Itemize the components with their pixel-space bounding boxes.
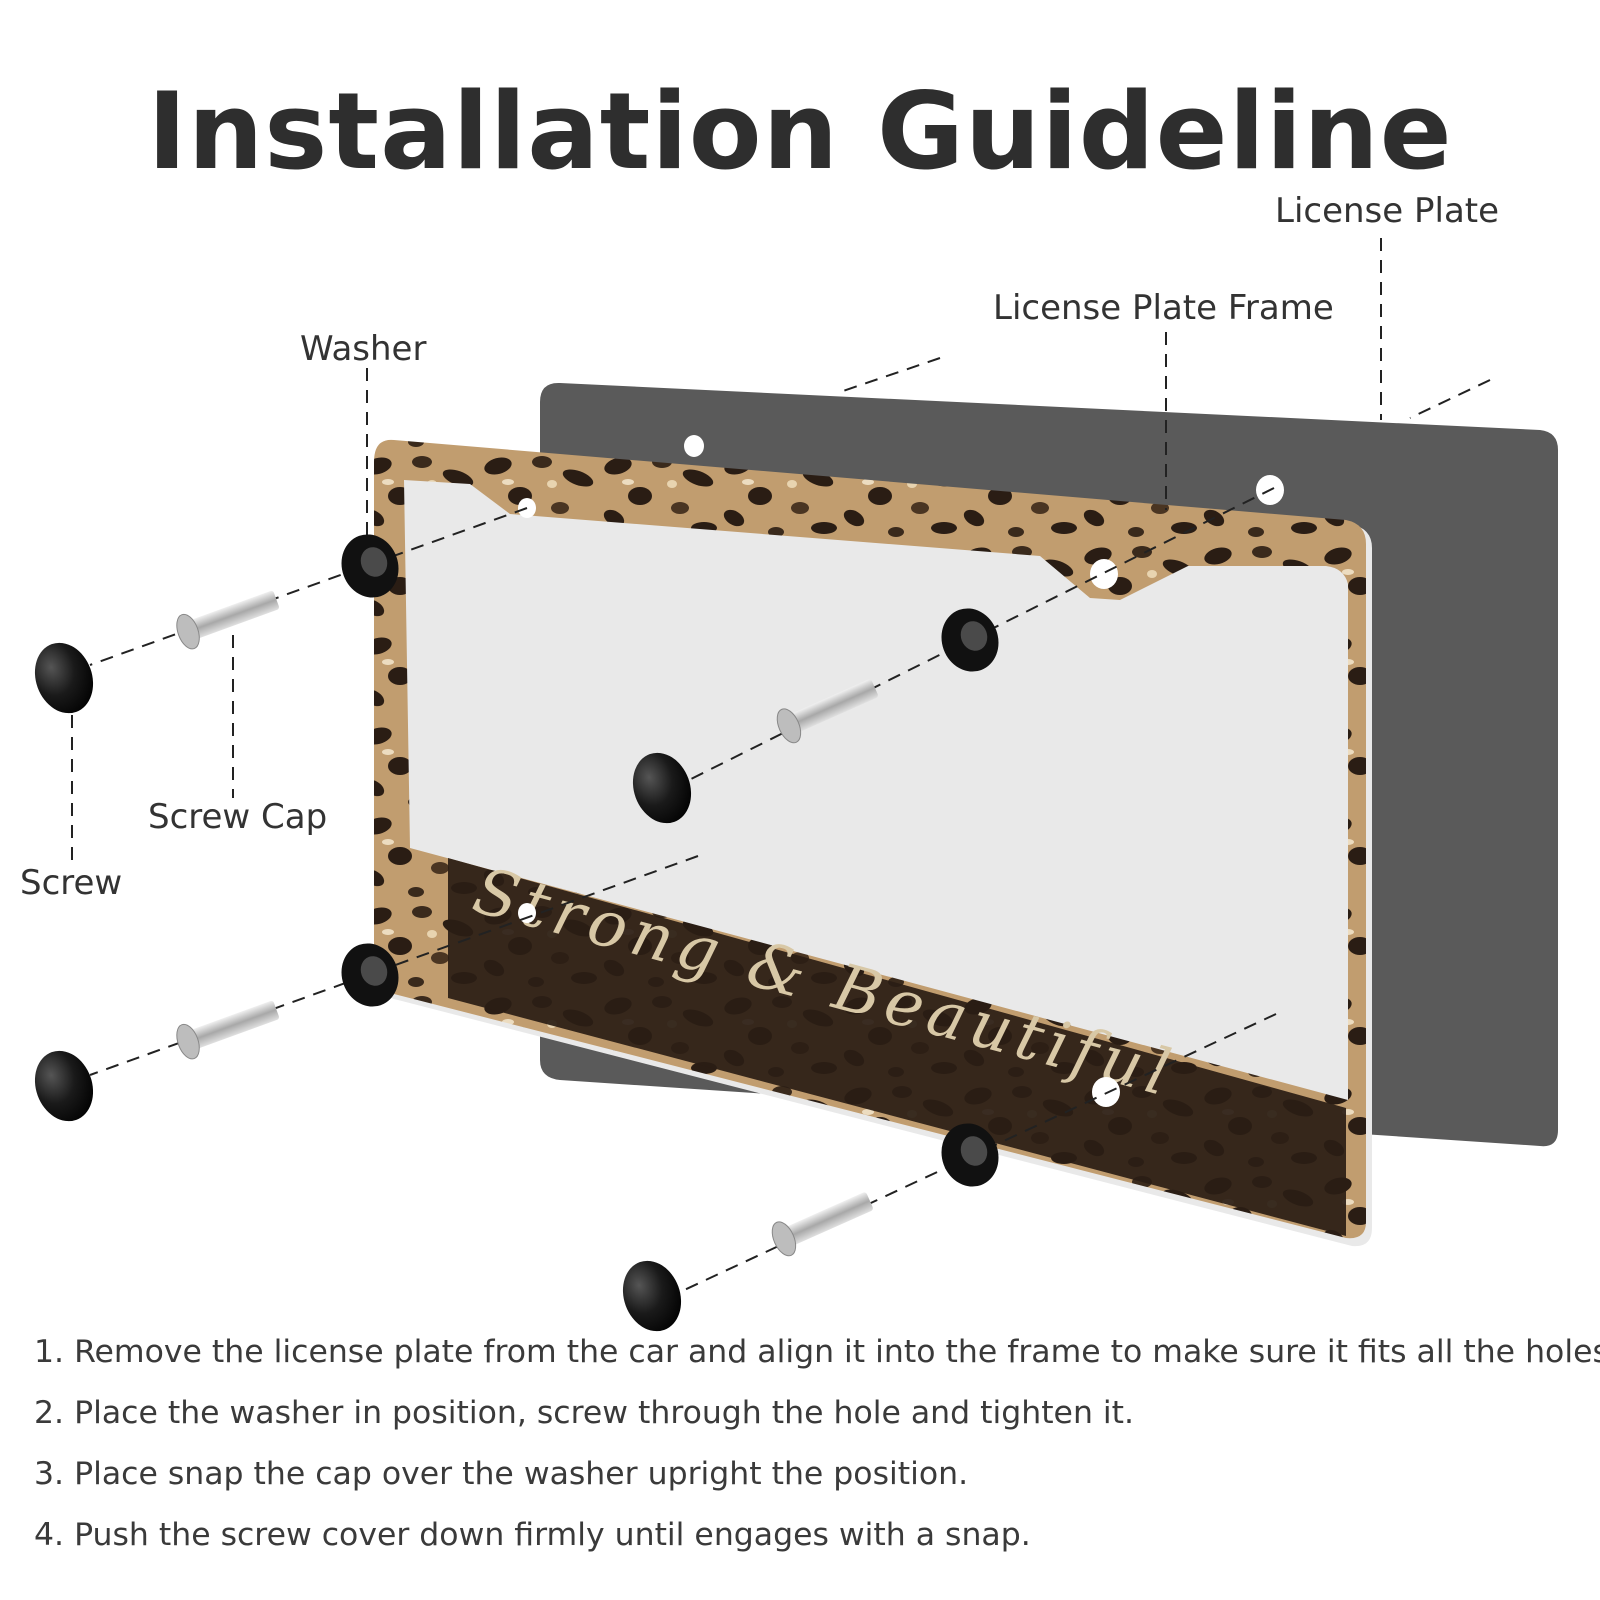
label-license-plate-frame: License Plate Frame bbox=[993, 288, 1334, 328]
washer-icon bbox=[941, 608, 999, 672]
screw-icon bbox=[176, 590, 279, 650]
screw-icon bbox=[771, 1192, 873, 1257]
screw-cap-icon bbox=[34, 1050, 94, 1122]
hardware-set-top-right bbox=[632, 608, 999, 824]
label-washer: Washer bbox=[300, 329, 427, 369]
step-number: 4. bbox=[34, 1517, 65, 1553]
hardware-set-bottom-left bbox=[34, 943, 399, 1122]
frame-hole bbox=[518, 903, 536, 923]
hardware-set-bottom-right bbox=[622, 1123, 999, 1332]
screw-icon bbox=[776, 679, 878, 744]
label-license-plate: License Plate bbox=[1275, 191, 1500, 231]
step-item: 3. Place snap the cap over the washer up… bbox=[34, 1454, 1600, 1515]
washer-icon bbox=[341, 534, 399, 598]
frame-hole bbox=[1090, 559, 1118, 589]
step-text: Place the washer in position, screw thro… bbox=[74, 1395, 1135, 1431]
step-item: 2. Place the washer in position, screw t… bbox=[34, 1393, 1600, 1454]
license-plate-frame: Strong & Beautiful bbox=[374, 439, 1372, 1247]
page-title: Installation Guideline bbox=[147, 70, 1453, 193]
step-text: Push the screw cover down firmly until e… bbox=[74, 1517, 1031, 1553]
step-number: 3. bbox=[34, 1456, 65, 1492]
screw-cap-icon bbox=[34, 642, 94, 714]
plate-hole bbox=[684, 435, 704, 457]
label-screw-cap: Screw Cap bbox=[148, 797, 328, 837]
washer-icon bbox=[941, 1123, 999, 1187]
step-number: 1. bbox=[34, 1334, 65, 1370]
screw-cap-icon bbox=[632, 752, 692, 824]
step-text: Remove the license plate from the car an… bbox=[74, 1334, 1600, 1370]
frame-hole bbox=[1092, 1077, 1120, 1107]
hardware-set-top-left bbox=[34, 534, 399, 714]
step-number: 2. bbox=[34, 1395, 65, 1431]
screw-cap-icon bbox=[622, 1260, 682, 1332]
step-item: 1. Remove the license plate from the car… bbox=[34, 1332, 1600, 1393]
washer-icon bbox=[341, 943, 399, 1007]
step-item: 4. Push the screw cover down firmly unti… bbox=[34, 1515, 1600, 1576]
instruction-steps: 1. Remove the license plate from the car… bbox=[34, 1332, 1600, 1576]
screw-icon bbox=[176, 1000, 279, 1060]
step-text: Place snap the cap over the washer uprig… bbox=[74, 1456, 969, 1492]
label-screw: Screw bbox=[20, 863, 123, 903]
